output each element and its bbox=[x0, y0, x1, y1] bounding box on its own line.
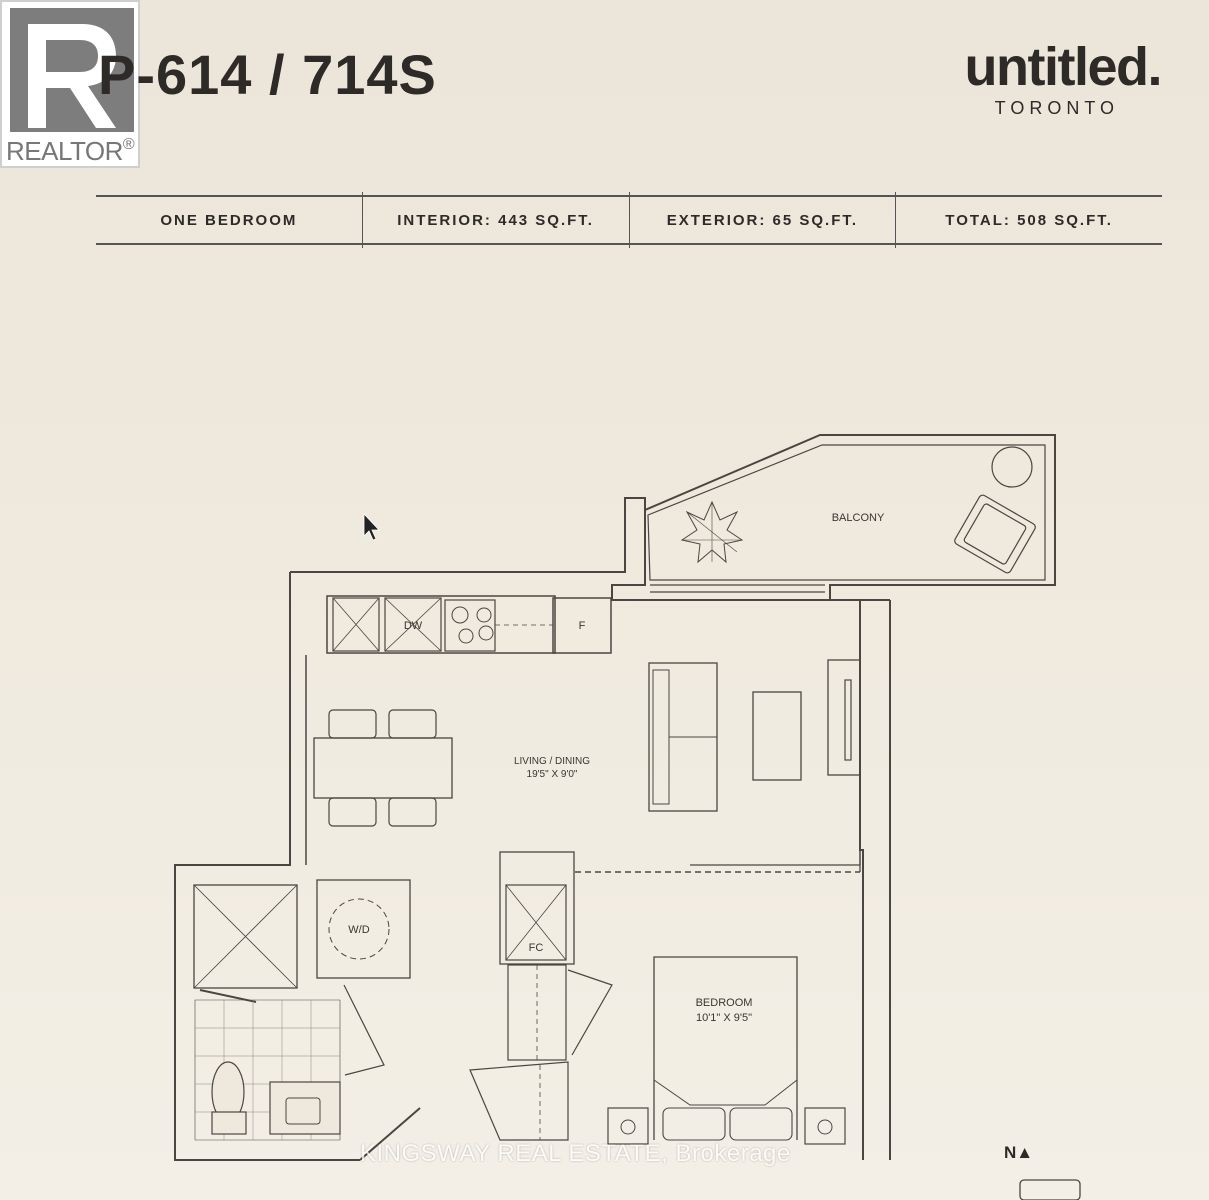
brand-name: untitled. bbox=[964, 37, 1163, 97]
living-label: LIVING / DINING bbox=[514, 756, 590, 767]
bedroom-label: BEDROOM bbox=[696, 997, 753, 1009]
fridge bbox=[552, 597, 612, 654]
living-dims: 19'5" X 9'0" bbox=[527, 769, 578, 780]
balcony-table bbox=[991, 446, 1033, 488]
spec-total-area: TOTAL: 508 SQ.FT. bbox=[895, 192, 1162, 248]
pillow bbox=[729, 1107, 793, 1141]
nightstand bbox=[607, 1107, 649, 1145]
kitchen-sink bbox=[332, 597, 380, 652]
coat-closet bbox=[505, 884, 567, 961]
bathroom-vanity bbox=[269, 1081, 341, 1135]
north-arrow-icon: N▲ bbox=[1004, 1143, 1034, 1162]
brokerage-watermark: KINGSWAY REAL ESTATE, Brokerage bbox=[360, 1140, 791, 1167]
washer-dryer-label: W/D bbox=[348, 924, 369, 936]
bed bbox=[653, 956, 798, 1140]
dining-table bbox=[313, 737, 453, 799]
realtor-wordmark: REALTOR® bbox=[6, 136, 135, 166]
outer-wall-west bbox=[174, 572, 360, 1161]
dishwasher-label: DW bbox=[404, 620, 423, 632]
closet-door-swing bbox=[567, 969, 613, 1056]
tv-console bbox=[827, 659, 861, 776]
balcony-sliding-door bbox=[650, 584, 825, 593]
bathroom-tile bbox=[194, 999, 341, 1141]
closet-column bbox=[499, 851, 575, 965]
shower bbox=[193, 884, 298, 989]
dining-chair bbox=[388, 797, 437, 827]
brand-city: TORONTO bbox=[994, 98, 1119, 118]
balcony-chair bbox=[954, 494, 1036, 574]
plant-icon bbox=[680, 500, 744, 564]
coffee-table bbox=[752, 691, 802, 781]
bedroom-dims: 10'1" X 9'5" bbox=[696, 1012, 752, 1024]
dining-chair bbox=[328, 709, 377, 739]
nightstand bbox=[804, 1107, 846, 1145]
dishwasher bbox=[384, 597, 442, 652]
cooktop bbox=[444, 599, 496, 652]
spec-unit-type: ONE BEDROOM bbox=[160, 211, 298, 229]
pillow bbox=[662, 1107, 726, 1141]
balcony-outline bbox=[647, 444, 1046, 581]
unit-title: P-614 / 714S bbox=[98, 43, 437, 106]
outer-wall-east bbox=[644, 434, 1056, 601]
kitchen-counter bbox=[326, 595, 556, 654]
dining-chair bbox=[328, 797, 377, 827]
balcony-label: BALCONY bbox=[832, 512, 885, 524]
realtor-logo: REALTOR® bbox=[0, 0, 140, 168]
realtor-r-icon bbox=[10, 8, 134, 132]
sofa-legend-icon bbox=[1019, 1179, 1081, 1200]
spec-bar: ONE BEDROOM INTERIOR: 443 SQ.FT. EXTERIO… bbox=[96, 192, 1162, 248]
fridge-label: F bbox=[579, 620, 586, 632]
laundry-closet bbox=[316, 879, 411, 979]
outer-wall bbox=[290, 497, 864, 1160]
entry-closet bbox=[469, 1061, 569, 1141]
coat-closet-label: FC bbox=[529, 942, 544, 954]
spec-interior-area: INTERIOR: 443 SQ.FT. bbox=[361, 192, 629, 248]
mouse-cursor-icon bbox=[363, 512, 380, 541]
dining-chair bbox=[388, 709, 437, 739]
spec-exterior-area: EXTERIOR: 65 SQ.FT. bbox=[628, 192, 896, 248]
